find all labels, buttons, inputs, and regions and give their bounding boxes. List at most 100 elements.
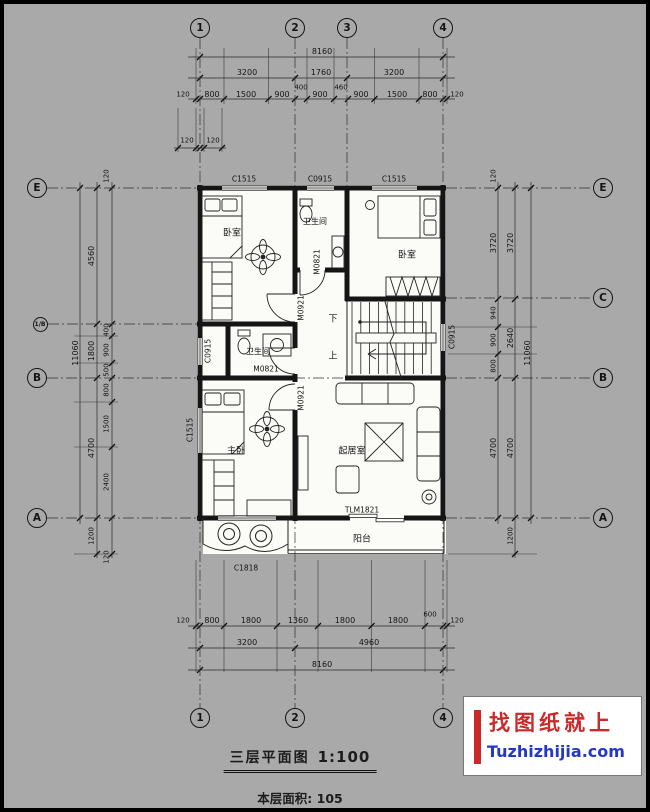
dim-label: 800 bbox=[489, 359, 498, 373]
opening-label: M0821 bbox=[253, 364, 279, 374]
dresser-master bbox=[246, 499, 292, 517]
axis-bubble-4: 4 bbox=[433, 708, 453, 728]
drawing-title: 三层平面图 1:100 bbox=[223, 747, 377, 773]
dim-label: 1800 bbox=[87, 340, 96, 362]
dim-label: 1200 bbox=[87, 527, 96, 545]
opening-label: M0821 bbox=[312, 249, 322, 275]
dim-label: 1760 bbox=[310, 68, 332, 77]
dimension-lines bbox=[79, 56, 532, 671]
room-label: 卫生间 bbox=[246, 347, 270, 356]
dim-label: 11060 bbox=[523, 340, 532, 366]
drawing-title-text: 三层平面图 bbox=[229, 750, 310, 766]
sofa-set bbox=[335, 382, 441, 494]
dim-label: 500 bbox=[102, 363, 111, 377]
dim-label: 120 bbox=[450, 616, 464, 625]
drawing-scale: 1:100 bbox=[317, 748, 371, 766]
dim-label: 400 bbox=[102, 323, 111, 337]
dim-label: 4700 bbox=[489, 437, 498, 459]
balcony-railing bbox=[287, 518, 445, 554]
dim-label: 600 bbox=[423, 610, 437, 619]
dim-label: 1800 bbox=[334, 616, 356, 625]
dim-label: 1500 bbox=[235, 90, 257, 99]
dim-label: 900 bbox=[274, 90, 290, 99]
dim-label: 3200 bbox=[236, 638, 258, 647]
ceiling-fan-icon bbox=[245, 239, 281, 275]
dim-label: 900 bbox=[102, 343, 111, 357]
dim-label: 120 bbox=[102, 169, 111, 183]
floor-area-text: 本层面积: 105 bbox=[257, 791, 343, 806]
axis-bubble-A: A bbox=[593, 508, 613, 528]
stairs bbox=[346, 297, 437, 381]
coffee-table bbox=[364, 422, 404, 462]
dim-label: 8160 bbox=[311, 47, 333, 56]
dim-label: 120 bbox=[450, 90, 464, 99]
dim-label: 900 bbox=[353, 90, 369, 99]
room-label: 卧室 bbox=[222, 228, 242, 239]
dim-label: 4700 bbox=[87, 437, 96, 459]
balcony-and-bay bbox=[202, 518, 445, 554]
dim-label: 1800 bbox=[240, 616, 262, 625]
dim-label: 8160 bbox=[311, 660, 333, 669]
bay-window-outline bbox=[202, 518, 289, 552]
watermark-site-name[interactable]: Tuzhizhijia.com bbox=[487, 742, 625, 761]
axis-bubble-E: E bbox=[593, 178, 613, 198]
opening-label: C0915 bbox=[307, 174, 333, 184]
dim-label: 940 bbox=[489, 306, 498, 320]
axis-bubble-3: 3 bbox=[337, 18, 357, 38]
dim-label: 11060 bbox=[71, 340, 80, 366]
dim-label: 3720 bbox=[506, 232, 515, 254]
watermark-accent-bar bbox=[474, 710, 481, 764]
dim-label: 900 bbox=[312, 90, 328, 99]
dim-label: 1800 bbox=[387, 616, 409, 625]
axis-bubble-4: 4 bbox=[433, 18, 453, 38]
dim-label: 120 bbox=[176, 616, 190, 625]
dim-label: 460 bbox=[334, 83, 348, 92]
bed-bedroom2 bbox=[365, 195, 441, 239]
dim-label: 1500 bbox=[386, 90, 408, 99]
stair-direction-label: 上 bbox=[328, 351, 338, 362]
axis-bubble-B: B bbox=[593, 368, 613, 388]
toilet-icon bbox=[299, 198, 313, 223]
bed-master bbox=[201, 389, 245, 455]
axis-bubble-1: 1 bbox=[190, 18, 210, 38]
opening-label: C0915 bbox=[203, 338, 213, 364]
room-label: 卧室 bbox=[397, 250, 417, 261]
doors bbox=[266, 267, 405, 523]
dim-label: 1200 bbox=[506, 527, 515, 545]
axis-bubble-E: E bbox=[27, 178, 47, 198]
opening-label: C0915 bbox=[447, 324, 457, 350]
room-label: 主卧 bbox=[226, 446, 246, 457]
watermark-box: 找图纸就上 Tuzhizhijia.com bbox=[463, 696, 642, 776]
dim-label: 800 bbox=[204, 616, 220, 625]
room-label: 起居室 bbox=[338, 446, 366, 457]
room-label: 卫生间 bbox=[303, 217, 327, 226]
dim-label: 4560 bbox=[87, 245, 96, 267]
windows bbox=[197, 185, 446, 521]
dim-label: 120 bbox=[102, 550, 111, 564]
washbasin-icon bbox=[262, 333, 292, 357]
wardrobe-master bbox=[201, 459, 235, 517]
opening-label: TLM1821 bbox=[344, 505, 380, 515]
axis-bubble-2: 2 bbox=[285, 708, 305, 728]
dim-label: 120 bbox=[489, 169, 498, 183]
opening-label: C1515 bbox=[185, 417, 195, 443]
dim-label: 800 bbox=[204, 90, 220, 99]
dim-label: 120 bbox=[180, 136, 194, 145]
watermark-slogan: 找图纸就上 bbox=[489, 711, 614, 735]
basin-icon bbox=[217, 522, 273, 548]
axis-bubble-B: B bbox=[27, 368, 47, 388]
dim-label: 3200 bbox=[383, 68, 405, 77]
dim-label: 1360 bbox=[287, 616, 309, 625]
opening-label: M0921 bbox=[296, 295, 306, 321]
dim-label: 2640 bbox=[506, 327, 515, 349]
axis-bubble-A: A bbox=[27, 508, 47, 528]
plant-icon bbox=[421, 489, 437, 505]
dim-label: 800 bbox=[102, 383, 111, 397]
axis-bubble-1: 1 bbox=[190, 708, 210, 728]
room-label: 阳台 bbox=[352, 534, 372, 545]
sink-icon bbox=[331, 235, 345, 269]
toilet-icon-2 bbox=[237, 329, 251, 355]
axis-bubble-1-B: 1/B bbox=[32, 316, 48, 332]
